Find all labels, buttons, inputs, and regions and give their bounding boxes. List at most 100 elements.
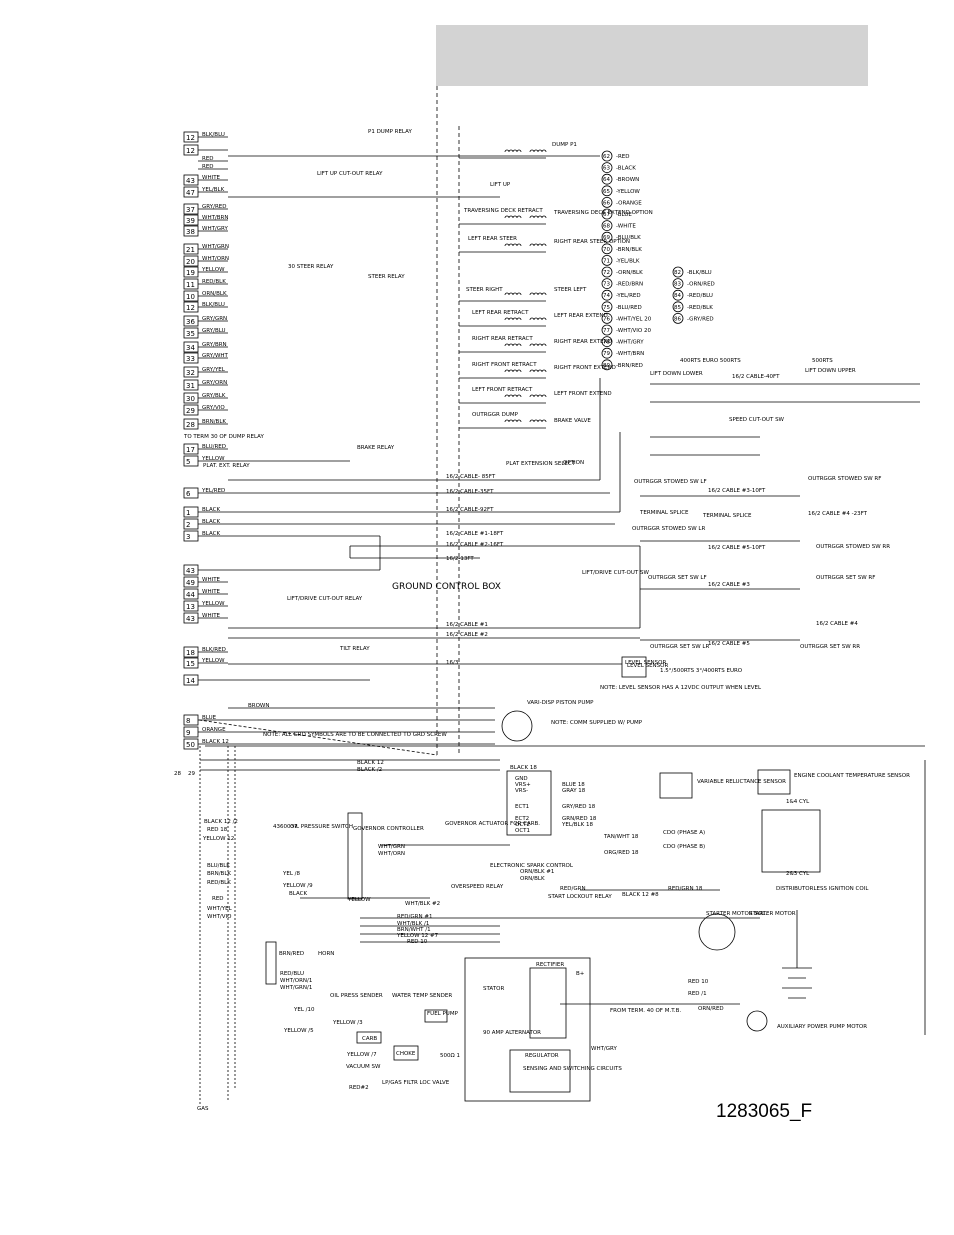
connector-wire-label: BLUE: [202, 715, 217, 721]
connector-wire-label: BLACK: [202, 531, 220, 537]
b-plus: B+: [576, 971, 585, 977]
engine-conn-box: [265, 941, 277, 985]
coil-symbol: [504, 215, 522, 219]
cyl-23: 2&3 CYL: [786, 871, 810, 877]
code-circle: [601, 359, 613, 371]
connector-number: 21: [186, 246, 195, 254]
vrs-p: VRS+: [515, 782, 531, 788]
connector-wire-label: BLK/BLU: [202, 132, 225, 138]
red-blk-left: RED/BLK: [207, 880, 231, 886]
code-circle: [601, 289, 613, 301]
cable-40: 16/2 CABLE-40FT: [732, 374, 780, 380]
wire-color-code-column: 62-RED63-BLACK64-BROWN65-YELLOW66-ORANGE…: [601, 150, 652, 371]
code-label: -BLUE: [616, 212, 632, 218]
500-1: 500Ω 1: [440, 1053, 460, 1059]
regulator-box: [509, 1049, 571, 1093]
code-circle: [601, 336, 613, 348]
ground-box-label: GROUND CONTROL BOX: [392, 582, 501, 592]
horn-label: HORN: [318, 951, 334, 957]
cable-3: 16/2 CABLE #3: [708, 582, 750, 588]
black-12-2: BLACK 12: [357, 760, 384, 766]
connector-number: 39: [186, 217, 195, 225]
governor-controller: GOVERNOR CONTROLLER: [353, 826, 424, 832]
fn-lr-ext: LEFT REAR EXTEND: [554, 313, 608, 319]
brn-red: BRN/RED: [279, 951, 304, 957]
option-label: OPTION: [563, 460, 584, 466]
cyl-14: 1&4 CYL: [786, 799, 810, 805]
code-number: 77: [603, 328, 610, 334]
connector-number: 12: [186, 147, 195, 155]
connector-number: 12: [186, 304, 195, 312]
steer-relay-a-label: 30 STEER RELAY: [288, 264, 334, 270]
aux-motor: AUXILIARY POWER PUMP MOTOR: [777, 1024, 867, 1030]
cable-4: 16/2 CABLE #4: [816, 621, 858, 627]
connector-wire-label: YELLOW: [201, 601, 225, 607]
cable-35: 16/2 CABLE-35FT: [446, 489, 494, 495]
connector-wire-label: WHITE: [202, 589, 221, 595]
governor-actuator: GOVERNOR ACTUATOR FOR CARB.: [445, 821, 540, 827]
code-label: -WHT/VIO 20: [616, 328, 652, 334]
outrggr-set-rf: OUTRGGR SET SW RF: [816, 575, 875, 581]
level-sensor-box: [621, 656, 647, 678]
plat-ext-select: PLAT EXTENSION SELECT: [506, 461, 576, 467]
level-box-label: LEVEL SENSOR: [625, 660, 666, 666]
steer-relay-b-label: STEER RELAY: [368, 274, 405, 280]
connector-number: 3: [186, 533, 190, 541]
code-circle: [601, 301, 613, 313]
speed-cutout: SPEED CUT-OUT SW: [729, 417, 785, 423]
red-grn-1: RED/GRN #1: [397, 914, 432, 920]
wht-grn: WHT/GRN: [378, 844, 405, 850]
red-10-b: RED 10: [688, 979, 709, 985]
lift-drive-relay-label: LIFT/DRIVE CUT-OUT RELAY: [287, 596, 363, 602]
coil-symbol: [529, 292, 547, 296]
code-number: 79: [603, 351, 610, 357]
code-number: 83: [674, 282, 681, 288]
oct1: OCT1: [515, 828, 530, 834]
code-number: 73: [603, 282, 610, 288]
wht-blk-2: WHT/BLK #2: [405, 901, 440, 907]
code-number: 71: [603, 258, 610, 264]
wht-orn: WHT/ORN: [378, 851, 405, 857]
gnd: GND: [515, 776, 528, 782]
coil-symbol: [504, 343, 522, 347]
gry-red-18: GRY/RED 18: [562, 804, 596, 810]
connector-number: 30: [186, 395, 195, 403]
bb-29: 29: [188, 771, 195, 777]
code-circle: [672, 266, 684, 278]
red-blu: RED/BLU: [280, 971, 304, 977]
cdo-a: CDO (PHASE A): [663, 830, 705, 836]
code-circle: [672, 289, 684, 301]
choke-label: CHOKE: [396, 1051, 416, 1057]
level-sensor-label: LEVEL SENSOR: [627, 663, 668, 669]
cable-5: 16/2 CABLE #5: [708, 641, 750, 647]
black-12-2-left: BLACK 12 /2: [204, 819, 238, 825]
yel-10: YEL /10: [293, 1007, 315, 1013]
brn-blk-left: BRN/BLK: [207, 871, 231, 877]
code-number: 65: [603, 189, 610, 195]
yellow-5: YELLOW /5: [283, 1028, 314, 1034]
coil-symbol: [529, 317, 547, 321]
code-label: -WHITE: [616, 224, 636, 230]
coil-symbol: [504, 317, 522, 321]
code-number: 72: [603, 270, 610, 276]
coil-symbol: [504, 292, 522, 296]
yellow-12-left: YELLOW 12: [202, 836, 234, 842]
rts-500: 500RTS: [812, 358, 833, 364]
code-number: 74: [603, 293, 610, 299]
outrggr-set-lf: OUTRGGR SET SW LF: [648, 575, 707, 581]
sensing: SENSING AND SWITCHING CIRCUITS: [523, 1066, 622, 1072]
pump-note: NOTE: COMM SUPPLIED W/ PUMP: [551, 720, 643, 726]
cable-85: 16/2 CABLE- 85FT: [446, 474, 496, 480]
coolant-sensor-box: [757, 769, 791, 795]
tan-wht-18: TAN/WHT 18: [603, 834, 639, 840]
red-18-left: RED 18: [207, 827, 228, 833]
code-number: 67: [603, 212, 610, 218]
cable-5-10: 16/2 CABLE #5-10FT: [708, 545, 766, 551]
connector-number: 35: [186, 330, 195, 338]
connector-wire-label: GRY/BLK: [202, 393, 226, 399]
code-number: 84: [674, 293, 681, 299]
code-number: 80: [603, 363, 610, 369]
solenoid-coils: [459, 149, 547, 429]
regulator: REGULATOR: [525, 1053, 559, 1059]
fn-rf-ext: RIGHT FRONT EXTEND: [554, 365, 616, 371]
